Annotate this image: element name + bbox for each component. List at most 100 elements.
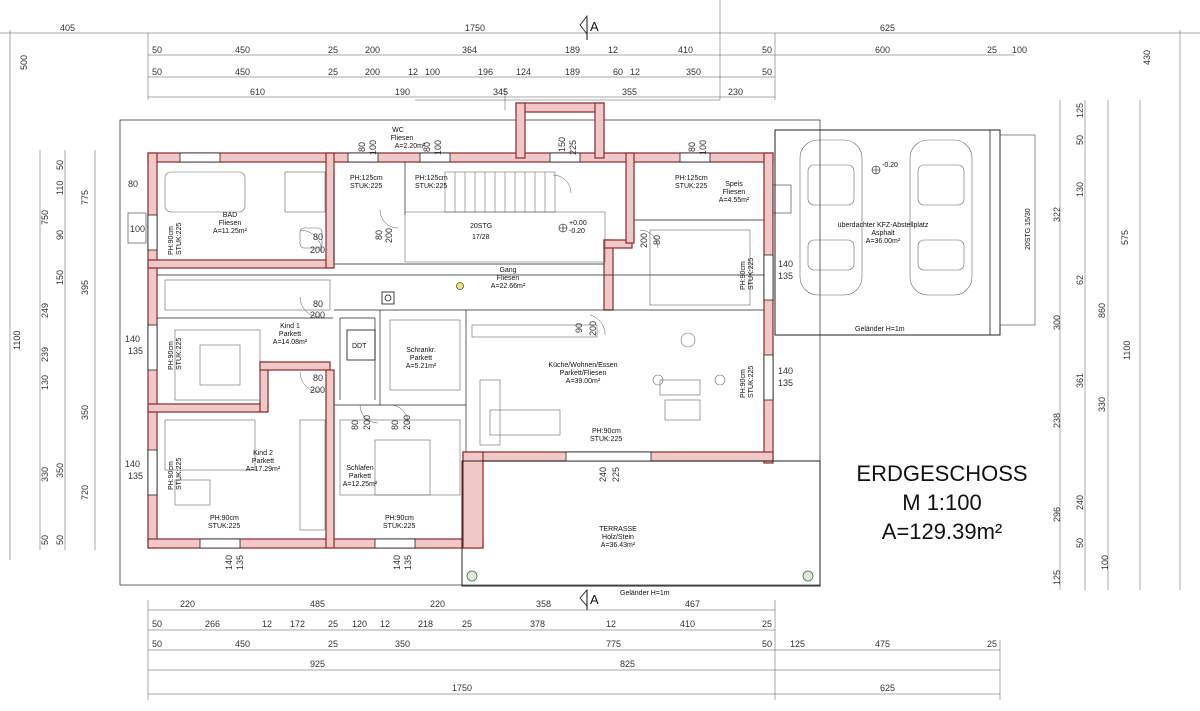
furniture: [164, 171, 751, 531]
room-name-speis: Speis: [725, 181, 743, 188]
room-name-bad: BAD: [223, 212, 237, 219]
dim-bottom-2: 12: [606, 619, 616, 629]
windows: [147, 152, 774, 549]
door-dim: 80: [374, 230, 384, 240]
dim-bottom-2: 120: [352, 619, 367, 629]
stuk-label: STUK:225: [590, 436, 622, 443]
dim-top-1-b: 1750: [465, 23, 485, 33]
room-area: A=39.00m²: [566, 378, 601, 385]
door-dim: 135: [778, 378, 793, 388]
dim-bottom-4: 925: [310, 659, 325, 669]
dim-top-2: 189: [565, 45, 580, 55]
door-dim: 140: [125, 334, 140, 344]
stair-ratio-label: 17/28: [472, 234, 490, 241]
dim-bottom-5: 625: [880, 683, 895, 693]
room-name-wc: WC: [392, 127, 404, 134]
door-dim: 140: [224, 555, 234, 570]
room-name-gang: Gang: [499, 267, 516, 274]
level-marker-hall: +0.00 -0.20: [558, 220, 587, 235]
dim-left-inner: 239: [40, 347, 50, 362]
dim-left-inner: 90: [55, 230, 65, 240]
ph-label: PH:90cm: [740, 369, 747, 398]
ph-label: PH:90cm: [168, 461, 175, 490]
dimension-lines-bottom: [147, 600, 1001, 700]
stuk-label: STUK:225: [208, 523, 240, 530]
dim-top-2: 25: [987, 45, 997, 55]
room-area: A=36.43m²: [601, 542, 636, 549]
dim-left-inner: 750: [40, 210, 50, 225]
dim-top-3: 450: [235, 67, 250, 77]
dim-left-inner: 50: [55, 535, 65, 545]
door-dim: 135: [128, 471, 143, 481]
dim-bottom-4: 825: [620, 659, 635, 669]
dim-right-inner: 238: [1052, 413, 1062, 428]
section-marker-bottom: A: [579, 588, 599, 610]
ph-label: PH:90cm: [168, 341, 175, 370]
dim-left-inner: 110: [55, 181, 65, 195]
stuk-label: STUK:225: [176, 223, 183, 255]
dim-bottom-1: 467: [685, 599, 700, 609]
dim-bottom-2: 50: [152, 619, 162, 629]
dim-left-inner: 249: [40, 303, 50, 318]
level-plus-label: +0.00: [569, 220, 587, 227]
section-label-bottom: A: [590, 592, 599, 607]
door-dim: 135: [235, 555, 245, 570]
dim-top-3: 200: [365, 67, 380, 77]
room-area: A=2.20m²: [395, 143, 426, 150]
dim-right-inner: 100: [1100, 555, 1110, 570]
room-finish: Fliesen: [391, 135, 414, 142]
dim-right-inner: 361: [1075, 373, 1085, 388]
dim-top-2: 12: [608, 45, 618, 55]
dim-left-mid: 720: [80, 485, 90, 500]
dim-left-inner: 150: [55, 270, 65, 285]
dim-top-3: 196: [478, 67, 493, 77]
door-dim: 200: [402, 415, 412, 430]
stuk-label: STUK:225: [675, 183, 707, 190]
door-dim: 80: [357, 142, 367, 152]
room-finish: Fliesen: [497, 275, 520, 282]
site-boundary: [119, 119, 821, 586]
dim-top-3: 50: [152, 67, 162, 77]
dim-right-inner: 130: [1075, 182, 1085, 197]
dim-top-1-a: 405: [60, 23, 75, 33]
carport: [774, 129, 1036, 336]
dim-top-4: 610: [250, 87, 265, 97]
dim-top-4: 190: [395, 87, 410, 97]
dim-top-2: 364: [462, 45, 477, 55]
dim-left-outer: 500: [19, 55, 29, 70]
room-finish: Parkett: [410, 355, 432, 362]
room-area: A=36.00m²: [866, 238, 901, 245]
dim-right-inner: 322: [1052, 207, 1062, 222]
ph-label: PH:125cm: [350, 175, 383, 182]
door-dim: 80: [390, 420, 400, 430]
dim-right-inner: 50: [1075, 135, 1085, 145]
dim-left-inner: 50: [40, 535, 50, 545]
dim-top-3: 12: [408, 67, 418, 77]
main-stair: [404, 171, 606, 263]
door-dim: 80: [652, 235, 662, 245]
plan-scale: M 1:100: [902, 490, 982, 515]
door-dim: 240: [598, 467, 608, 482]
door-dim: 200: [588, 321, 598, 336]
stair-label: 20STG: [470, 223, 492, 230]
door-dim: 135: [403, 555, 413, 570]
door-dim: 80: [128, 179, 138, 189]
stuk-label: STUK:225: [383, 523, 415, 530]
dim-bottom-2: 12: [262, 619, 272, 629]
interior-partitions: [157, 162, 764, 452]
room-finish: Parkett: [349, 473, 371, 480]
dim-top-3: 124: [516, 67, 531, 77]
stuk-label: STUK:225: [176, 338, 183, 370]
dim-bottom-2: 12: [380, 619, 390, 629]
dimension-lines-top: [0, 0, 1200, 110]
door-dim: 140: [778, 366, 793, 376]
dim-bottom-2: 172: [290, 619, 305, 629]
dim-top-3: 100: [425, 67, 440, 77]
room-area: A=17.29m²: [246, 466, 281, 473]
ph-label: PH:125cm: [415, 175, 448, 182]
dim-top-2: 410: [678, 45, 693, 55]
room-area: A=12.25m²: [343, 481, 378, 488]
garage-stair-label: 20STG 15/30: [1025, 208, 1032, 250]
room-name-schrankraum: Schrankr.: [406, 347, 436, 354]
